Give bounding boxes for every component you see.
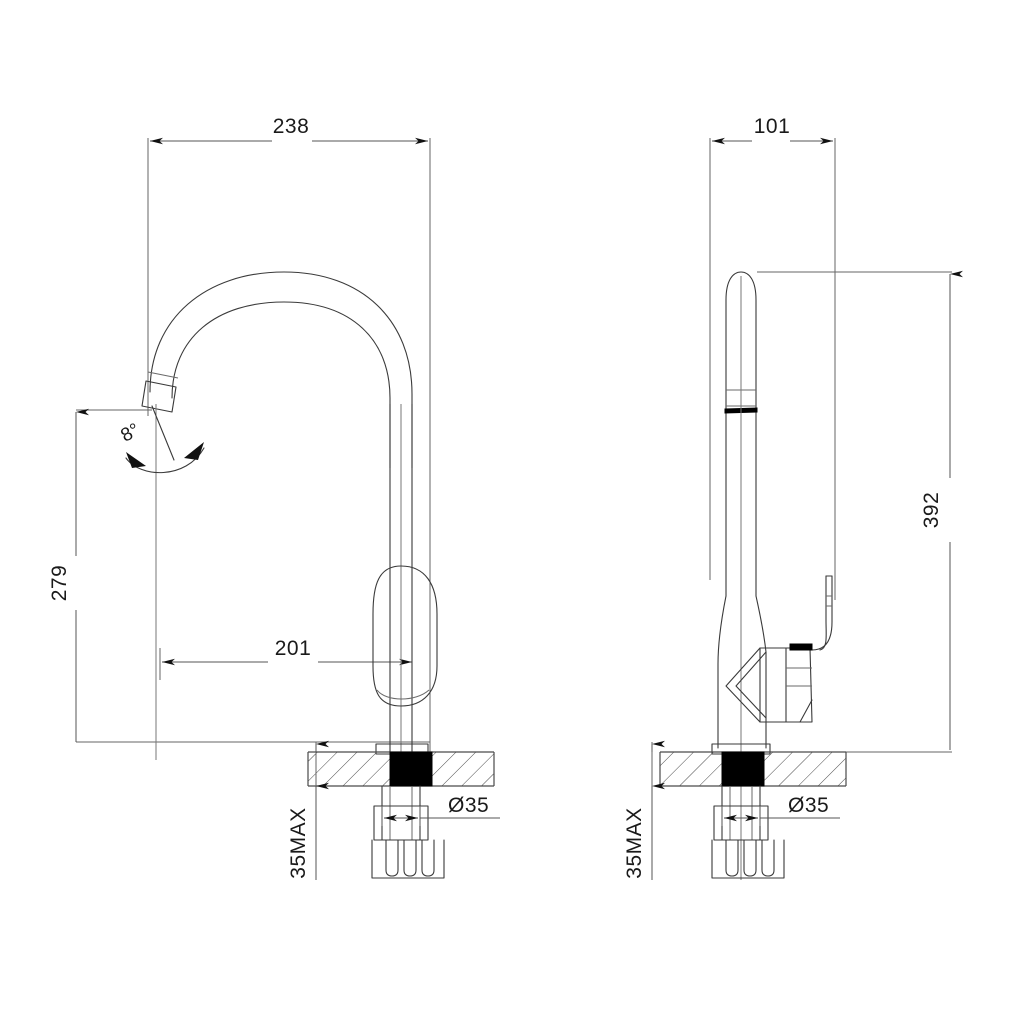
- lever-handle-side: [725, 575, 833, 723]
- dim-hole-diameter-front: Ø35: [381, 794, 500, 826]
- dim-handle-offset: 201: [159, 637, 412, 680]
- hose-fitting-front: [371, 839, 445, 879]
- countertop-front: [307, 751, 495, 787]
- dim-label-d35-side: Ø35: [788, 794, 829, 817]
- dim-label-35max-front: 35MAX: [287, 807, 310, 878]
- dim-counter-thickness-side: 35MAX: [623, 740, 665, 880]
- annotation-outlet-angle: 8°: [117, 404, 205, 760]
- body-taper-side: [717, 595, 767, 749]
- dim-label-d35-front: Ø35: [448, 794, 489, 817]
- dim-body-depth: 101: [709, 115, 836, 600]
- dim-spout-height: 279: [48, 408, 430, 743]
- dim-hole-diameter-side: Ø35: [721, 794, 840, 826]
- dim-label-101: 101: [754, 115, 791, 138]
- dim-label-8-degrees: 8°: [117, 420, 143, 447]
- countertop-side: [659, 751, 847, 787]
- dim-label-392: 392: [920, 492, 943, 529]
- dim-overall-height: 392: [757, 270, 963, 753]
- spout-outlet: [141, 371, 179, 413]
- dim-counter-thickness-front: 35MAX: [287, 740, 329, 880]
- dim-label-279: 279: [48, 565, 71, 602]
- spout-gooseneck: [149, 271, 413, 760]
- lever-handle-front: [372, 565, 438, 707]
- hose-fitting-side: [711, 839, 785, 879]
- dim-label-35max-side: 35MAX: [623, 807, 646, 878]
- front-view-group: 238 279 201: [48, 115, 500, 880]
- side-view-group: 101 392: [623, 115, 963, 880]
- dim-spout-reach: 238: [147, 115, 431, 760]
- dim-label-238: 238: [273, 115, 310, 138]
- dim-label-201: 201: [275, 637, 312, 660]
